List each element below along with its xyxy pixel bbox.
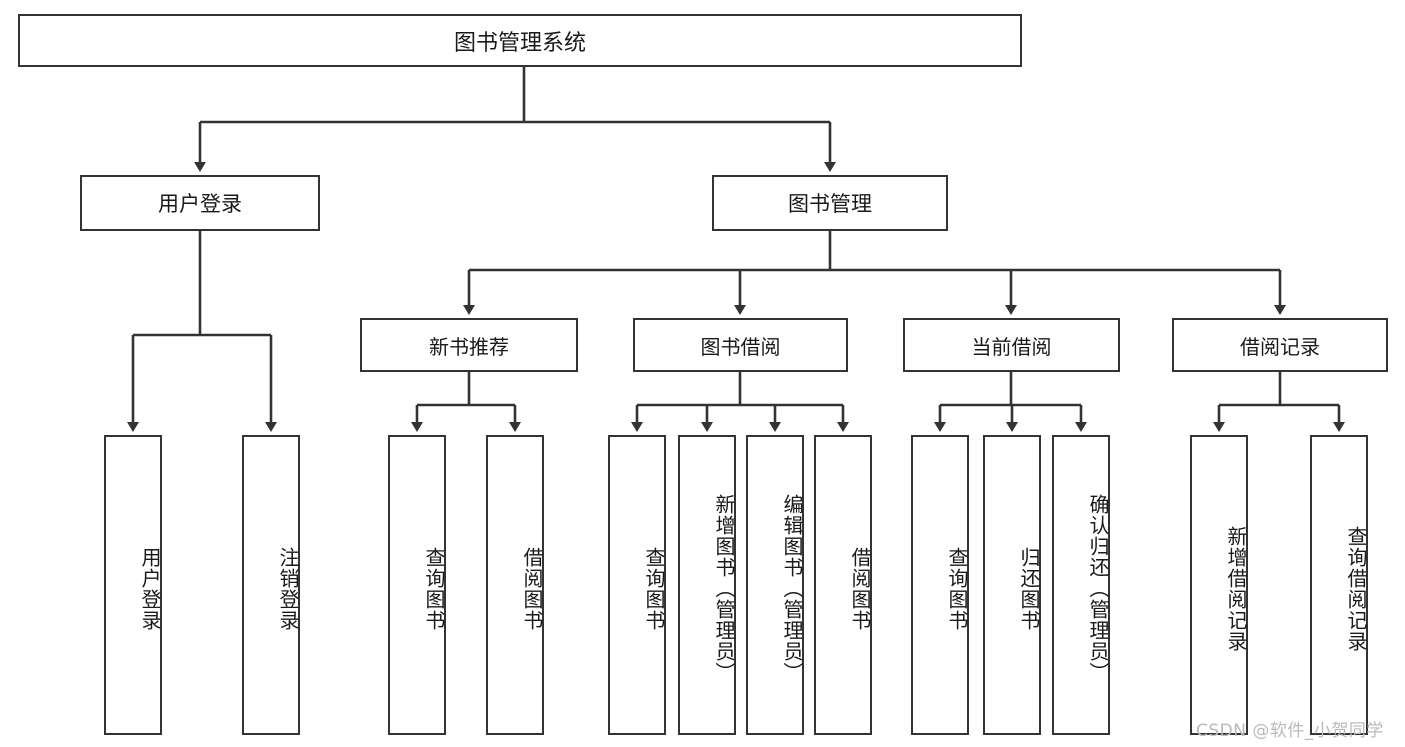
node-root[interactable]: 图书管理系统	[18, 14, 1022, 67]
node-leaf-query-books-borrow[interactable]: 查询图书	[608, 435, 666, 735]
node-level2-user-login[interactable]: 用户登录	[80, 175, 320, 231]
node-leaf-add-borrow-record[interactable]: 新增借阅记录	[1190, 435, 1248, 735]
node-level2-book-management[interactable]: 图书管理	[712, 175, 948, 231]
node-leaf-logout[interactable]: 注销登录	[242, 435, 300, 735]
node-leaf-query-borrow-record[interactable]: 查询借阅记录	[1310, 435, 1368, 735]
csdn-watermark: CSDN @软件_小贺同学	[1196, 721, 1384, 741]
node-level3-book-borrow[interactable]: 图书借阅	[633, 318, 848, 372]
node-leaf-add-book-admin[interactable]: 新增图书（管理员）	[678, 435, 736, 735]
node-leaf-borrow-books-recommend[interactable]: 借阅图书	[486, 435, 544, 735]
node-leaf-user-login[interactable]: 用户登录	[104, 435, 162, 735]
node-leaf-query-books-current[interactable]: 查询图书	[911, 435, 969, 735]
node-leaf-return-books[interactable]: 归还图书	[983, 435, 1041, 735]
node-leaf-confirm-return-admin[interactable]: 确认归还（管理员）	[1052, 435, 1110, 735]
node-leaf-borrow-books[interactable]: 借阅图书	[814, 435, 872, 735]
node-level3-new-book-recommend[interactable]: 新书推荐	[360, 318, 578, 372]
node-leaf-query-books-recommend[interactable]: 查询图书	[388, 435, 446, 735]
node-level3-current-borrow[interactable]: 当前借阅	[903, 318, 1120, 372]
node-leaf-edit-book-admin[interactable]: 编辑图书（管理员）	[746, 435, 804, 735]
node-level3-borrow-records[interactable]: 借阅记录	[1172, 318, 1388, 372]
